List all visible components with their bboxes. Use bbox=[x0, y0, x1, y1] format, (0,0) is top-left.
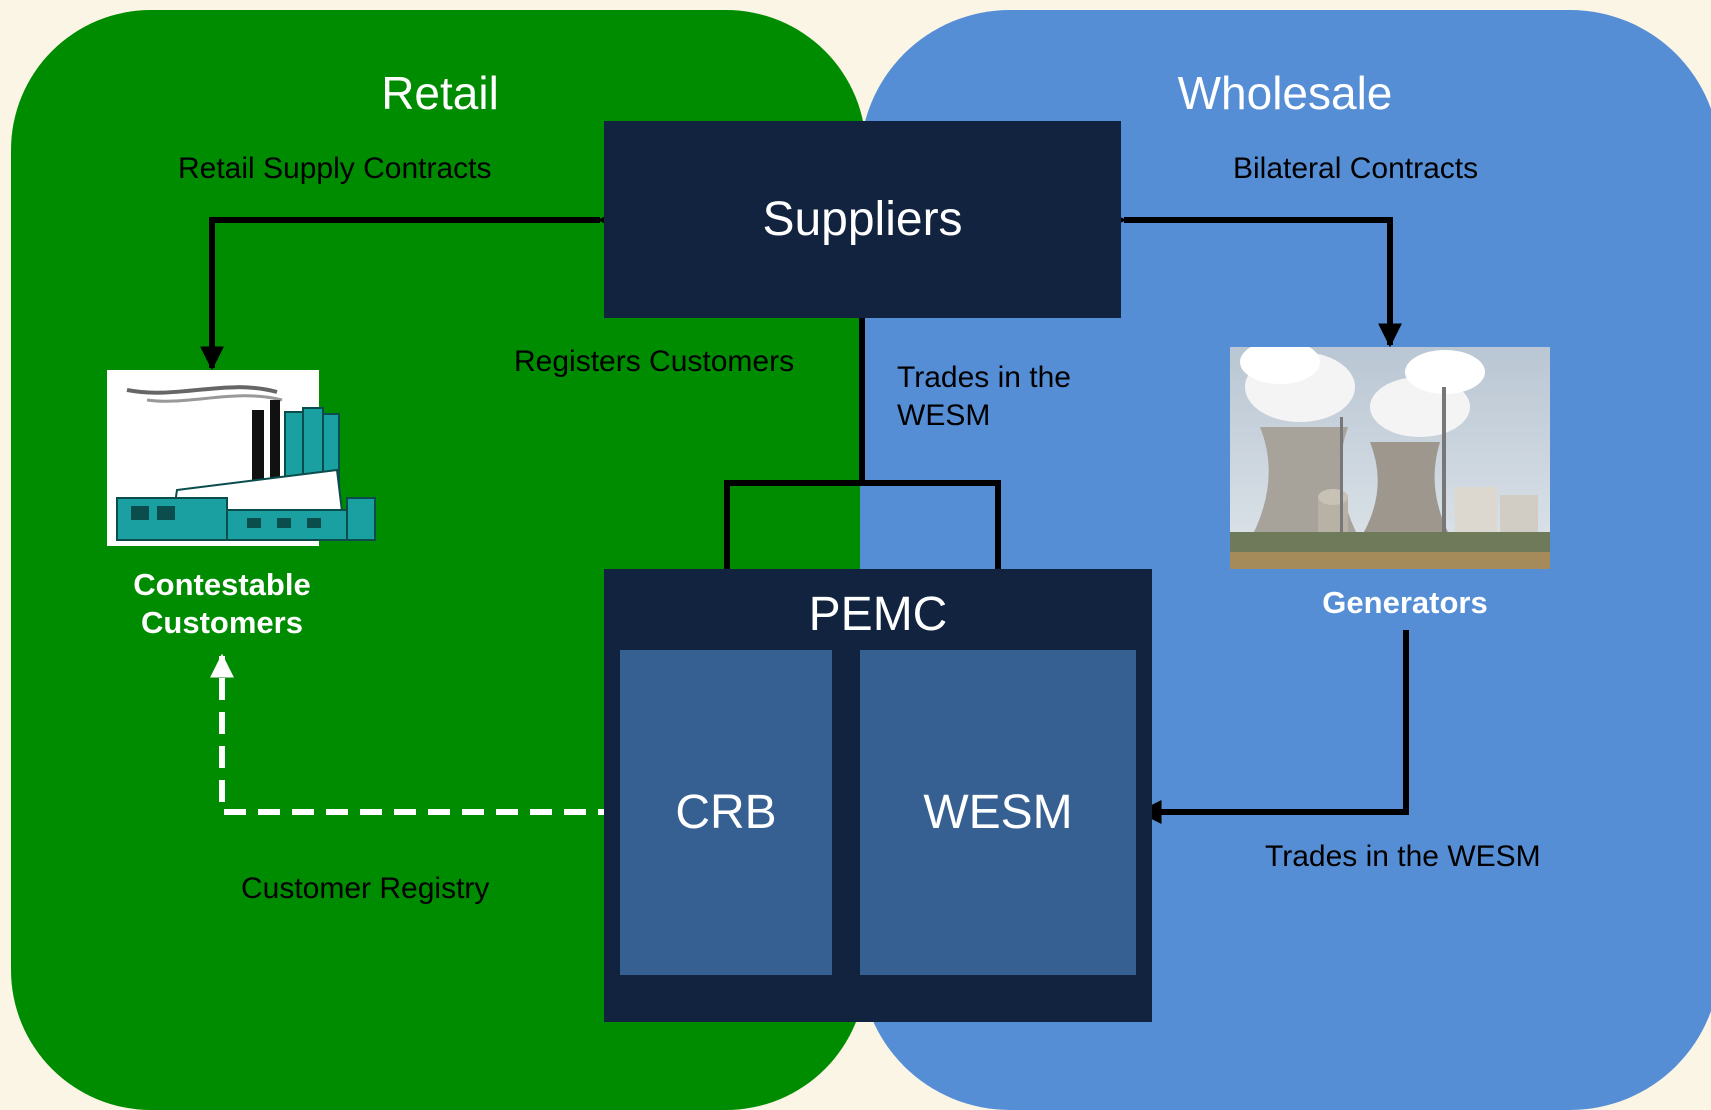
suppliers-label: Suppliers bbox=[762, 193, 963, 246]
bilateral-arrow bbox=[1102, 208, 1402, 348]
power-plant-icon bbox=[1230, 347, 1550, 569]
trades-in-wesm-generator-label: Trades in the WESM bbox=[1265, 840, 1541, 873]
pemc-title: PEMC bbox=[808, 588, 948, 641]
wholesale-title: Wholesale bbox=[1177, 67, 1393, 119]
retail-title: Retail bbox=[381, 67, 499, 119]
customer-registry-arrow bbox=[210, 653, 642, 824]
retail-supply-contracts-label: Retail Supply Contracts bbox=[178, 152, 492, 185]
registers-customers-label: Registers Customers bbox=[514, 345, 795, 378]
customers-label-line2: Customers bbox=[141, 605, 303, 640]
customers-label-line1: Contestable bbox=[133, 567, 311, 602]
factory-icon bbox=[107, 370, 376, 546]
trades-in-wesm-supplier-line1: Trades in the bbox=[897, 361, 1071, 394]
crb-box: CRB bbox=[620, 650, 832, 975]
wesm-label: WESM bbox=[923, 786, 1073, 839]
bilateral-contracts-label: Bilateral Contracts bbox=[1233, 152, 1479, 185]
generator-to-wesm-arrow bbox=[1137, 630, 1409, 824]
connector-arrows bbox=[200, 208, 1409, 824]
crb-label: CRB bbox=[675, 786, 777, 839]
wesm-box: WESM bbox=[860, 650, 1136, 975]
market-diagram: Retail Wholesale Suppliers PEMC CRB bbox=[11, 10, 1711, 1110]
retail-supply-arrow bbox=[200, 208, 622, 371]
suppliers-box: Suppliers bbox=[604, 121, 1121, 318]
generators-label: Generators bbox=[1322, 585, 1488, 620]
trades-in-wesm-supplier-line2: WESM bbox=[897, 399, 991, 432]
customer-registry-label: Customer Registry bbox=[241, 872, 490, 905]
